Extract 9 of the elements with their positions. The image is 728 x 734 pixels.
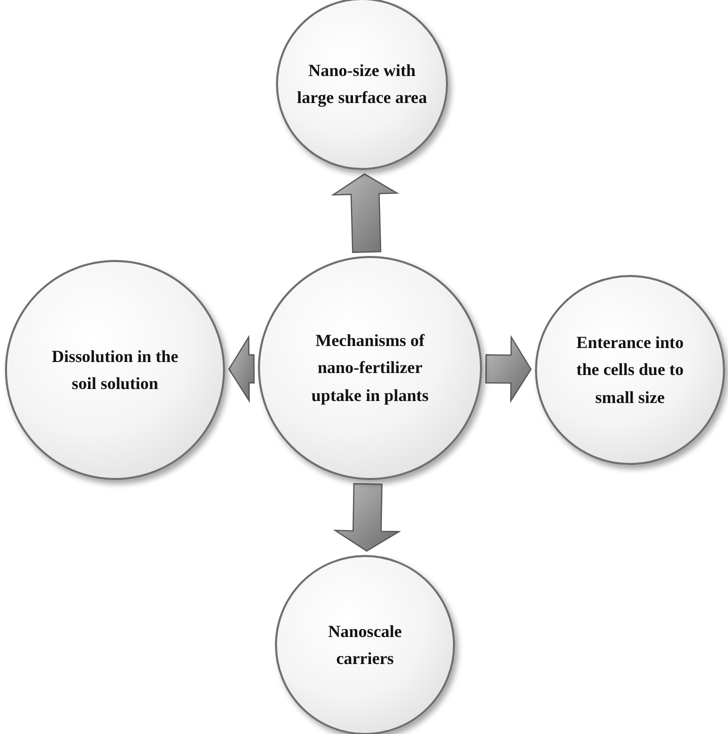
block-arrow [333, 483, 402, 552]
node-label: Enterance into the cells due to small size [575, 332, 685, 409]
block-arrow [228, 334, 255, 403]
block-arrow [331, 173, 400, 254]
node-label: Nano-size with large surface area [297, 60, 427, 109]
node-label: Mechanisms of nano-fertilizer uptake in plants [310, 330, 430, 407]
node-label: Dissolution in the soil solution [50, 346, 180, 395]
block-arrow [485, 335, 532, 404]
node-label: Nanoscale carriers [327, 620, 403, 670]
